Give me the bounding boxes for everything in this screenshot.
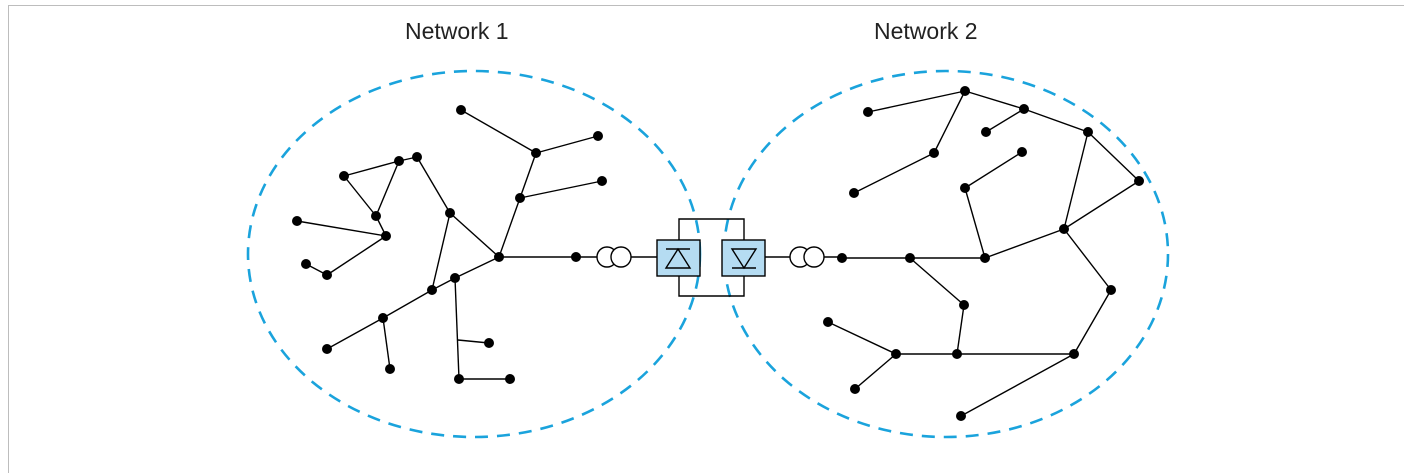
edge-a17-a23 [454,277,460,380]
edge-b5-b8 [1087,131,1140,182]
node-b17 [823,317,833,327]
node-b5 [1083,127,1093,137]
rectifier-icon [656,239,701,277]
node-b8 [1134,176,1144,186]
edge-b17-b18 [827,321,897,355]
node-a10 [292,216,302,226]
edge-b20-b22 [960,353,1075,417]
node-a24 [505,374,515,384]
edge-b16-b19 [956,304,965,355]
edge-a19-a20 [326,317,384,350]
edge-a15-a17 [454,256,500,279]
transformer-icon [596,246,632,268]
node-b20 [1069,349,1079,359]
node-a12 [445,208,455,218]
edge-a9-a6 [375,160,400,217]
edge-a3-a2 [535,135,599,154]
node-a8 [339,171,349,181]
node-a14 [322,270,332,280]
network-nodes [292,86,1144,421]
edge-b10-b14 [964,187,986,259]
node-b4 [981,127,991,137]
node-b12 [837,253,847,263]
node-b11 [1059,224,1069,234]
node-b13 [905,253,915,263]
edge-a8-a9 [343,175,377,217]
node-b21 [850,384,860,394]
edge-a10-a11 [296,220,387,237]
node-b19 [952,349,962,359]
edge-a19-a21 [382,317,391,370]
node-a20 [322,344,332,354]
edge-a12-a15 [449,212,500,258]
edge-b1-b6 [933,90,966,154]
edge-b3-b5 [1023,108,1089,133]
edge-b15-b20 [1073,289,1112,355]
node-b16 [959,300,969,310]
network-1-label: Network 1 [405,18,509,44]
network-2-label: Network 2 [874,18,978,44]
node-a11 [381,231,391,241]
node-a4 [597,176,607,186]
node-b15 [1106,285,1116,295]
node-b7 [1017,147,1027,157]
edge-b1-b3 [964,90,1025,110]
node-b2 [863,107,873,117]
edge-a5-a4 [519,180,603,199]
edge-a18-a19 [382,289,433,319]
node-b14 [980,253,990,263]
edge-b13-b16 [909,257,965,306]
node-a21 [385,364,395,374]
edge-b8-b11 [1063,180,1140,230]
node-a2 [593,131,603,141]
node-a13 [301,259,311,269]
node-a16 [571,252,581,262]
node-a6 [394,156,404,166]
node-a7 [412,152,422,162]
edge-b11-b15 [1063,228,1112,291]
network-edges [296,90,1140,417]
edge-a7-a12 [416,156,451,214]
node-b1 [960,86,970,96]
edge-a11-a14 [326,235,387,276]
edge-a6-a8 [343,160,400,177]
edge-b7-b10 [964,151,1023,189]
node-b22 [956,411,966,421]
node-a1 [456,105,466,115]
node-b6 [929,148,939,158]
transformer-icon [789,246,825,268]
node-a17 [450,273,460,283]
edge-a3-a5 [519,152,537,199]
figure-frame [8,5,1404,473]
node-a22 [484,338,494,348]
network-1-boundary [246,69,702,439]
node-a5 [515,193,525,203]
node-a19 [378,313,388,323]
inverter-icon [721,239,766,277]
edge-a22-a460 [457,339,490,344]
node-a18 [427,285,437,295]
network-2-boundary [722,69,1170,439]
node-b10 [960,183,970,193]
node-a15 [494,252,504,262]
edge-b6-b9 [853,152,935,194]
edge-b11-b14 [984,228,1065,259]
edge-b18-b21 [854,353,897,390]
edge-b4-b3 [985,108,1025,133]
node-a3 [531,148,541,158]
node-b3 [1019,104,1029,114]
edge-a1-a3 [460,109,537,154]
converter-link [678,218,745,297]
node-a9 [371,211,381,221]
edge-b2-b1 [867,90,966,113]
node-a23 [454,374,464,384]
node-b9 [849,188,859,198]
edge-b5-b11 [1063,131,1089,230]
edge-a12-a18 [431,212,451,291]
node-b18 [891,349,901,359]
edge-a5-a15 [498,197,521,258]
